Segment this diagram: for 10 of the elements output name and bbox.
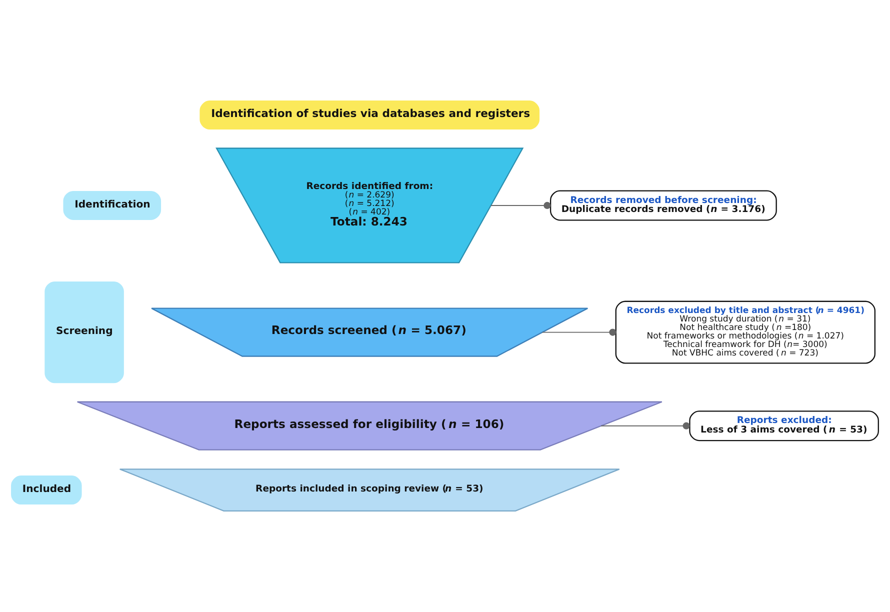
connector [490,202,551,210]
connector [542,328,616,336]
node-box: Records removed before screening: Duplicate records removed (n = 3.176) [550,190,777,221]
node-box: Reports excluded: Less of 3 aims covered (n = 53) [689,410,879,442]
node-box: Included [11,476,82,505]
node-box: Screening [44,281,124,384]
node-box: Records excluded by title and abstract (n = 4961) Wrong study duration (n = 31) Not healthcare study (n =180) Not frameworks or methodologies (n = 1.027) Technical freamwork for DH (n= 3000) Not VBHC aims covered (n = 723) [615,300,876,364]
node-box: Identification [63,190,162,220]
node-box: Identification of studies via databases and registers [200,100,540,130]
connector [600,422,690,430]
